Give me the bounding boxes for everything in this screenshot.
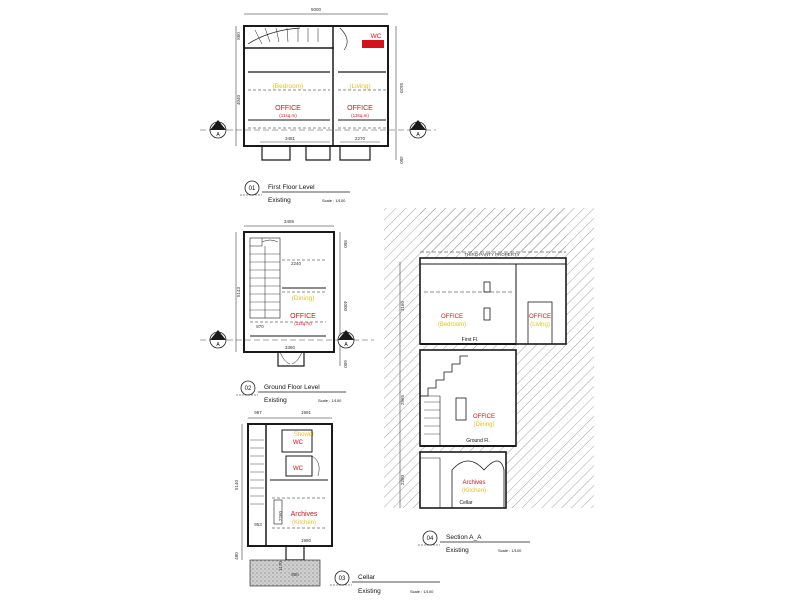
first-floor-section-marker-left: A: [209, 120, 227, 139]
svg-text:02: 02: [245, 386, 252, 392]
svg-text:04: 04: [427, 536, 434, 542]
ff-room2-old: (Living): [349, 83, 370, 90]
ff-dim-bottom-right: 2270: [355, 136, 366, 141]
gf-dim-right: 4000: [343, 301, 348, 312]
svg-text:A: A: [216, 342, 220, 348]
sec-title: Section A_A: [446, 534, 482, 541]
section-aa: [384, 208, 594, 509]
cl-dim-top-left: 987: [254, 410, 262, 415]
gf-title: Ground Floor Level: [264, 384, 320, 391]
svg-text:A: A: [344, 342, 348, 348]
sec-living: (Living): [530, 322, 550, 328]
cl-dim-1170: 1170: [278, 561, 283, 571]
sec-dim-lower: 2280: [400, 474, 405, 485]
svg-text:A: A: [216, 132, 220, 138]
sec-kitchen: (Kitchen): [462, 488, 486, 494]
ff-room1-old: (Bedroom): [273, 83, 304, 90]
ff-room2-use: OFFICE: [347, 105, 373, 112]
cl-scale: Scale : 1/100: [410, 589, 434, 594]
ground-floor-section-marker-left: A: [209, 330, 227, 349]
cl-kitchen: (Kitchen): [292, 520, 316, 526]
section-title-block: 04 Section A_A Existing Scale : 1/100: [418, 530, 530, 554]
cl-archives: Archives: [291, 511, 318, 518]
ff-dim-top: 5000: [311, 7, 322, 12]
gf-dim-870: 870: [256, 324, 264, 329]
cellar-title-block: 03 Cellar Existing Scale : 1/100: [330, 570, 440, 595]
sec-office-left: OFFICE: [441, 314, 463, 320]
ff-room2-area: (13sq.m): [351, 113, 369, 118]
gf-dim-right-bottom: 600: [343, 360, 348, 368]
first-floor-section-marker-right: A: [409, 120, 427, 139]
sec-dining: (Dining): [473, 422, 494, 428]
ff-dim-right: 5520: [399, 83, 404, 94]
sec-bedroom: (Bedroom): [438, 322, 466, 328]
cl-shower: Shower: [294, 432, 314, 438]
sec-office-right: OFFICE: [529, 314, 551, 320]
svg-text:03: 03: [339, 576, 346, 582]
cl-subtitle: Existing: [358, 588, 381, 595]
cl-wc2: WC: [293, 466, 304, 472]
gf-subtitle: Existing: [264, 397, 287, 404]
sec-archives: Archives: [462, 480, 485, 486]
ff-room1-use: OFFICE: [275, 105, 301, 112]
sec-first-fl: First Fl.: [462, 337, 479, 343]
cl-wc1: WC: [293, 440, 304, 446]
sec-third-party: THIRD PARTY PROPERTY: [464, 252, 519, 257]
gf-dim-3360: 3360: [285, 345, 296, 350]
cl-dim-2260: 2260: [278, 510, 283, 521]
gf-room-area: (11sq.m): [294, 321, 312, 326]
first-floor-plan: [200, 13, 436, 161]
ff-dim-left-top: 860: [236, 32, 241, 40]
cl-dim-1980: 1980: [301, 538, 312, 543]
cl-dim-top-right: 1991: [301, 410, 312, 415]
sec-cellar: Cellar: [459, 500, 472, 506]
cl-dim-900: 900: [291, 572, 299, 577]
gf-room-use: OFFICE: [290, 313, 316, 320]
ff-title: First Floor Level: [268, 184, 315, 191]
sec-dim-middle: 2965: [400, 394, 405, 405]
sec-scale: Scale : 1/100: [498, 548, 522, 553]
cl-dim-left: 5140: [234, 479, 239, 490]
gf-room-old: (Dining): [292, 295, 315, 302]
ff-subtitle: Existing: [268, 197, 291, 204]
ff-dim-left-main: 4040: [236, 94, 241, 105]
ff-dim-bottom-left: 3481: [285, 136, 296, 141]
ground-floor-section-marker-right: A: [337, 330, 355, 349]
cellar-ground-fill: [249, 559, 321, 587]
ff-dim-right-small: 450: [399, 156, 404, 164]
sec-ground-fl: Ground Fl.: [466, 438, 490, 444]
sec-subtitle: Existing: [446, 547, 469, 554]
gf-dim-right-top: 850: [343, 240, 348, 248]
svg-text:01: 01: [249, 186, 256, 192]
cl-dim-953: 953: [254, 522, 262, 527]
gf-scale: Scale : 1/100: [318, 398, 342, 403]
ground-floor-title-block: 02 Ground Floor Level Existing Scale : 1…: [236, 380, 346, 404]
gf-dim-top: 3485: [284, 219, 295, 224]
sec-dim-upper: 3160: [400, 300, 405, 311]
gf-dim-left: 5143: [236, 286, 241, 297]
ff-room1-area: (11sq.m): [279, 113, 297, 118]
cellar-plan: [241, 417, 333, 561]
first-floor-title-block: 01 First Floor Level Existing Scale : 1/…: [240, 180, 350, 204]
ff-scale: Scale : 1/100: [322, 198, 346, 203]
ff-wc-label: WC: [371, 33, 382, 40]
cl-dim-bottom-left: 480: [234, 552, 239, 560]
gf-dim-2240: 2240: [291, 261, 302, 266]
cl-title: Cellar: [358, 574, 376, 581]
svg-text:A: A: [416, 132, 420, 138]
sec-office-ground: OFFICE: [473, 414, 495, 420]
